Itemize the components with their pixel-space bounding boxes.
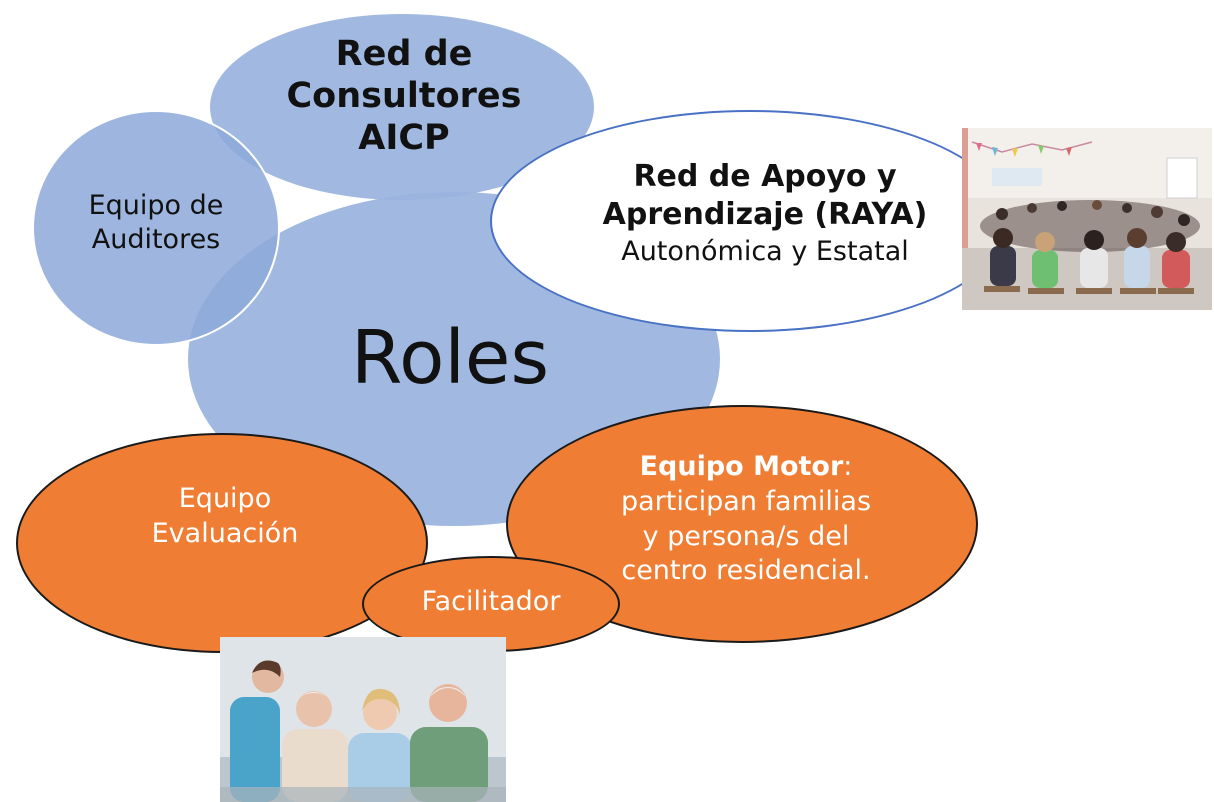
motor-line-1: participan familias: [620, 485, 872, 517]
evaluacion-label: Equipo Evaluación: [100, 481, 350, 551]
auditores-line-2: Auditores: [91, 223, 221, 255]
group-meeting-photo: [962, 128, 1212, 310]
consultores-line-3: AICP: [358, 118, 450, 158]
consultores-line-2: Consultores: [286, 76, 522, 116]
evaluacion-line-1: Equipo: [178, 483, 272, 514]
evaluacion-line-2: Evaluación: [151, 518, 299, 550]
raya-subtitle: Autonómica y Estatal: [621, 235, 909, 267]
motor-line-3: centro residencial.: [621, 555, 871, 587]
group-meeting-image: [962, 128, 1212, 310]
raya-title-line-1: Red de Apoyo y: [633, 159, 897, 194]
caregiver-photo: [220, 637, 506, 802]
motor-label: Equipo Motor: participan familias y pers…: [566, 450, 926, 589]
motor-line-2: y persona/s del: [642, 520, 850, 552]
consultores-label: Red de Consultores AICP: [280, 33, 528, 159]
raya-ellipse: [490, 110, 1010, 332]
auditores-label: Equipo de Auditores: [56, 189, 256, 257]
evaluacion-ellipse: [16, 433, 428, 653]
facilitador-label: Facilitador: [421, 586, 561, 617]
consultores-line-1: Red de: [335, 34, 473, 74]
motor-title: Equipo Motor: [639, 451, 844, 482]
motor-title-line: Equipo Motor:: [566, 450, 926, 485]
roles-label: Roles: [350, 315, 549, 401]
caregiver-image: [220, 637, 506, 802]
auditores-ellipse: [32, 110, 280, 346]
auditores-line-1: Equipo de: [88, 190, 224, 221]
raya-title-line-2: Aprendizaje (RAYA): [602, 197, 928, 233]
motor-title-suffix: :: [843, 451, 853, 482]
raya-label: Red de Apoyo y Aprendizaje (RAYA) Autonó…: [560, 158, 970, 269]
